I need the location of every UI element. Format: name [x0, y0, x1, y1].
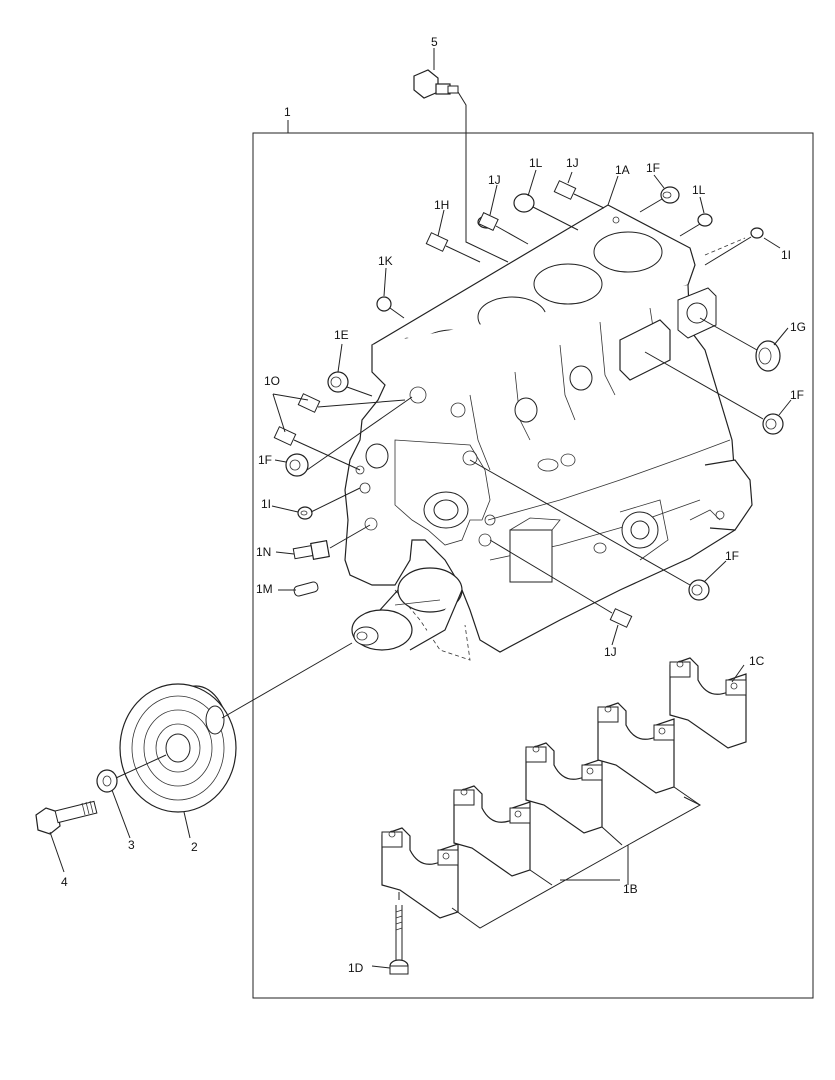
dowel-1N — [292, 524, 371, 560]
callout-1J-b: 1J — [488, 173, 501, 187]
cylinder-block-part-1A — [344, 204, 753, 661]
callout-4: 4 — [61, 875, 68, 889]
callout-1E: 1E — [334, 328, 349, 342]
bearing-cap-3 — [525, 742, 603, 834]
callout-1: 1 — [284, 105, 291, 119]
seal-1F-lower — [469, 459, 710, 601]
callout-1L-b: 1L — [692, 183, 706, 197]
seal-1E — [327, 371, 373, 397]
plug-1H — [425, 232, 481, 263]
bearing-cap-4 — [597, 702, 675, 794]
washer-part-3 — [96, 754, 167, 793]
bearing-cap-1 — [381, 827, 459, 919]
assembly-frame — [252, 132, 814, 999]
callout-3: 3 — [128, 838, 135, 852]
callout-1I-b: 1I — [261, 497, 271, 511]
callout-1A: 1A — [615, 163, 630, 177]
bearing-cap-bolt-1D — [389, 892, 409, 975]
bearing-cap-2 — [453, 785, 531, 877]
callout-1H: 1H — [434, 198, 449, 212]
callout-1F-b: 1F — [790, 388, 804, 402]
seal-1F-top — [639, 186, 680, 213]
callout-1K: 1K — [378, 254, 393, 268]
callout-1J-a: 1J — [566, 156, 579, 170]
bolt-part-4 — [35, 800, 98, 835]
callout-1F-d: 1F — [725, 549, 739, 563]
callout-1F-c: 1F — [258, 453, 272, 467]
callout-1C: 1C — [749, 654, 765, 668]
callout-1G: 1G — [790, 320, 806, 334]
seal-1F-right — [644, 351, 784, 435]
plug-1K — [376, 296, 405, 319]
crankshaft-nose — [351, 567, 463, 651]
callout-1M: 1M — [256, 582, 273, 596]
seal-1F-left — [285, 396, 413, 477]
plug-1J-top-left — [477, 212, 529, 245]
callout-5: 5 — [431, 35, 438, 49]
callout-2: 2 — [191, 840, 198, 854]
callout-1N: 1N — [256, 545, 271, 559]
callout-1D: 1D — [348, 961, 364, 975]
seal-1G — [699, 317, 781, 372]
plugs-1O — [273, 393, 406, 471]
cap-1L-top-right — [679, 213, 713, 237]
cap-1L-top — [513, 193, 579, 231]
plug-1J-lower — [489, 539, 633, 628]
drain-plug-part-5 — [413, 69, 509, 263]
crank-pulley-part-2 — [119, 642, 353, 813]
callout-1L-a: 1L — [529, 156, 543, 170]
callout-1J-c: 1J — [604, 645, 617, 659]
bearing-cap-rear-1C — [669, 657, 747, 749]
callout-1B: 1B — [623, 882, 638, 896]
plug-1J-top-right — [553, 180, 605, 209]
callout-1F-a: 1F — [646, 161, 660, 175]
ring-1I-left — [297, 487, 361, 520]
ring-1I-right — [704, 227, 764, 266]
pin-1M — [293, 581, 319, 597]
callout-1I-a: 1I — [781, 248, 791, 262]
callout-1O: 1O — [264, 374, 280, 388]
